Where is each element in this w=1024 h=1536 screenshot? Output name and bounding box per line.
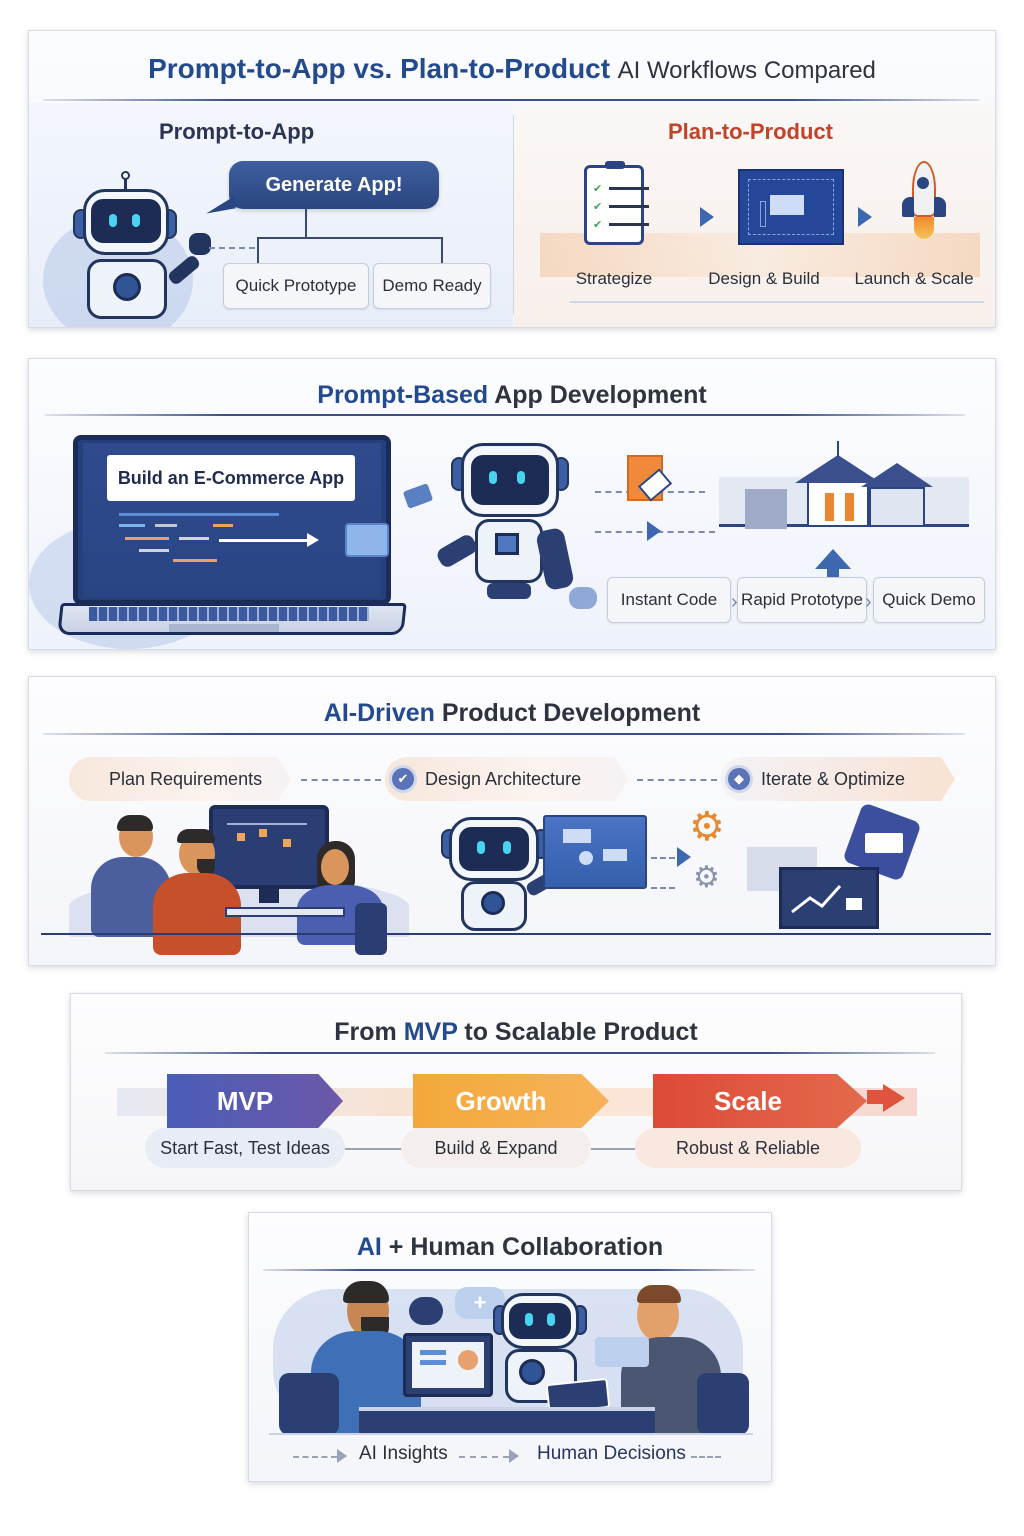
- caption-scale: Robust & Reliable: [635, 1128, 861, 1168]
- flow-rapid-prototype: Rapid Prototype: [737, 577, 867, 623]
- arrow-right-icon: [337, 1449, 347, 1463]
- ui-card: [595, 1337, 649, 1367]
- stage-growth: Growth: [413, 1074, 609, 1128]
- flow-quick-demo: Quick Demo: [873, 577, 985, 623]
- connector: [305, 209, 307, 239]
- floor-line: [41, 933, 991, 935]
- dashed-connector: [209, 247, 255, 249]
- chevron-right-icon: ›: [731, 591, 738, 613]
- speech-bubble: Generate App!: [229, 161, 439, 209]
- arrow-right-icon: [867, 1090, 887, 1104]
- title-divider: [263, 1269, 755, 1271]
- comparison-title: Prompt-to-App vs. Plan-to-Product AI Wor…: [148, 53, 876, 84]
- rocket-icon: [902, 161, 946, 241]
- prompt-based-panel: Prompt-Based App Development Build an E-…: [28, 358, 996, 650]
- stage-mvp: MVP: [167, 1074, 343, 1128]
- analytics-chart-icon: [779, 867, 879, 929]
- title-divider: [45, 414, 965, 416]
- caption-connector: [345, 1148, 405, 1150]
- step-design-build: Design & Build: [708, 269, 820, 288]
- steps-underline: [570, 301, 984, 303]
- caption-mvp: Start Fast, Test Ideas: [145, 1128, 345, 1168]
- chevron-right-icon: ›: [865, 591, 872, 613]
- connector: [257, 237, 259, 263]
- chat-bubble-icon: [409, 1297, 443, 1325]
- step-iterate-optimize: ◆ Iterate & Optimize: [721, 757, 955, 801]
- mvp-title: From MVP to Scalable Product: [334, 1018, 698, 1046]
- prompt-input-card: Build an E-Commerce App: [107, 455, 355, 501]
- title-divider: [105, 1052, 935, 1054]
- prompt-to-app-section: Prompt-to-App Generate App! Quick Pr: [29, 103, 513, 327]
- stage-scale: Scale: [653, 1074, 867, 1128]
- caption-connector: [591, 1148, 637, 1150]
- connector: [257, 237, 443, 239]
- step-strategize: Strategize: [575, 269, 653, 288]
- dashed-connector: [459, 1456, 509, 1458]
- blueprint-icon: [738, 169, 844, 245]
- mvp-panel: From MVP to Scalable Product MVP Growth …: [70, 993, 962, 1191]
- up-arrow-stem: [827, 567, 839, 579]
- speech-bubble-tail: [204, 196, 236, 214]
- demo-ready-tag: Demo Ready: [373, 263, 491, 309]
- dashed-connector: [651, 887, 675, 889]
- arrow-head-icon: [883, 1084, 905, 1112]
- generate-app-text: Generate App!: [265, 173, 403, 196]
- title-divider: [43, 99, 979, 101]
- flow-instant-code: Instant Code: [607, 577, 731, 623]
- badge-card: [865, 833, 903, 853]
- scene-floor: [269, 1433, 753, 1435]
- dashed-connector: [651, 857, 675, 859]
- up-arrow-icon: [815, 549, 851, 569]
- quick-prototype-tag: Quick Prototype: [223, 263, 369, 309]
- desk: [359, 1407, 655, 1435]
- arrow-right-icon: [700, 207, 714, 227]
- prompt-based-title: Prompt-Based App Development: [317, 381, 707, 409]
- check-circle-icon: ✔: [389, 765, 417, 793]
- section-divider: [513, 115, 514, 315]
- ai-driven-title: AI-Driven Product Development: [323, 699, 701, 727]
- checklist-icon: ✔ ✔ ✔: [584, 161, 649, 245]
- step-design-architecture: ✔ Design Architecture: [385, 757, 629, 801]
- ai-insights-label: AI Insights: [359, 1443, 448, 1464]
- arrow-right-icon: [509, 1449, 519, 1463]
- plan-to-product-section: Plan-to-Product ✔ ✔ ✔ Strategize: [514, 103, 995, 327]
- floating-chip: [402, 483, 434, 509]
- dashed-connector: [691, 1456, 721, 1458]
- step-launch-scale: Launch & Scale: [854, 269, 974, 288]
- ai-driven-panel: AI-Driven Product Development Plan Requi…: [28, 676, 996, 966]
- architecture-board: [543, 815, 647, 889]
- dashed-connector: [637, 779, 717, 781]
- step-plan-requirements: Plan Requirements: [69, 757, 291, 801]
- caption-growth: Build & Expand: [401, 1128, 591, 1168]
- prompt-to-app-heading: Prompt-to-App: [159, 119, 315, 144]
- laptop-illustration: [403, 1333, 493, 1397]
- laptop-prompt-text: Build an E-Commerce App: [117, 467, 345, 488]
- dashed-connector: [293, 1456, 337, 1458]
- arrow-right-icon: [858, 207, 872, 227]
- plan-to-product-heading: Plan-to-Product: [668, 119, 833, 144]
- title-divider: [43, 733, 965, 735]
- comparison-panel: Prompt-to-App vs. Plan-to-Product AI Wor…: [28, 30, 996, 328]
- human-decisions-label: Human Decisions: [537, 1443, 686, 1464]
- arrow-right-icon: [677, 847, 691, 867]
- dashed-connector: [301, 779, 381, 781]
- collaboration-title: AI + Human Collaboration: [356, 1233, 664, 1261]
- diamond-icon: ◆: [725, 765, 753, 793]
- floating-code-card: [345, 523, 389, 557]
- connector: [441, 237, 443, 263]
- gear-icon: ⚙: [689, 805, 725, 849]
- arrow-right-icon: [647, 521, 661, 541]
- gear-icon: ⚙: [693, 861, 720, 894]
- collaboration-panel: AI + Human Collaboration +: [248, 1212, 772, 1482]
